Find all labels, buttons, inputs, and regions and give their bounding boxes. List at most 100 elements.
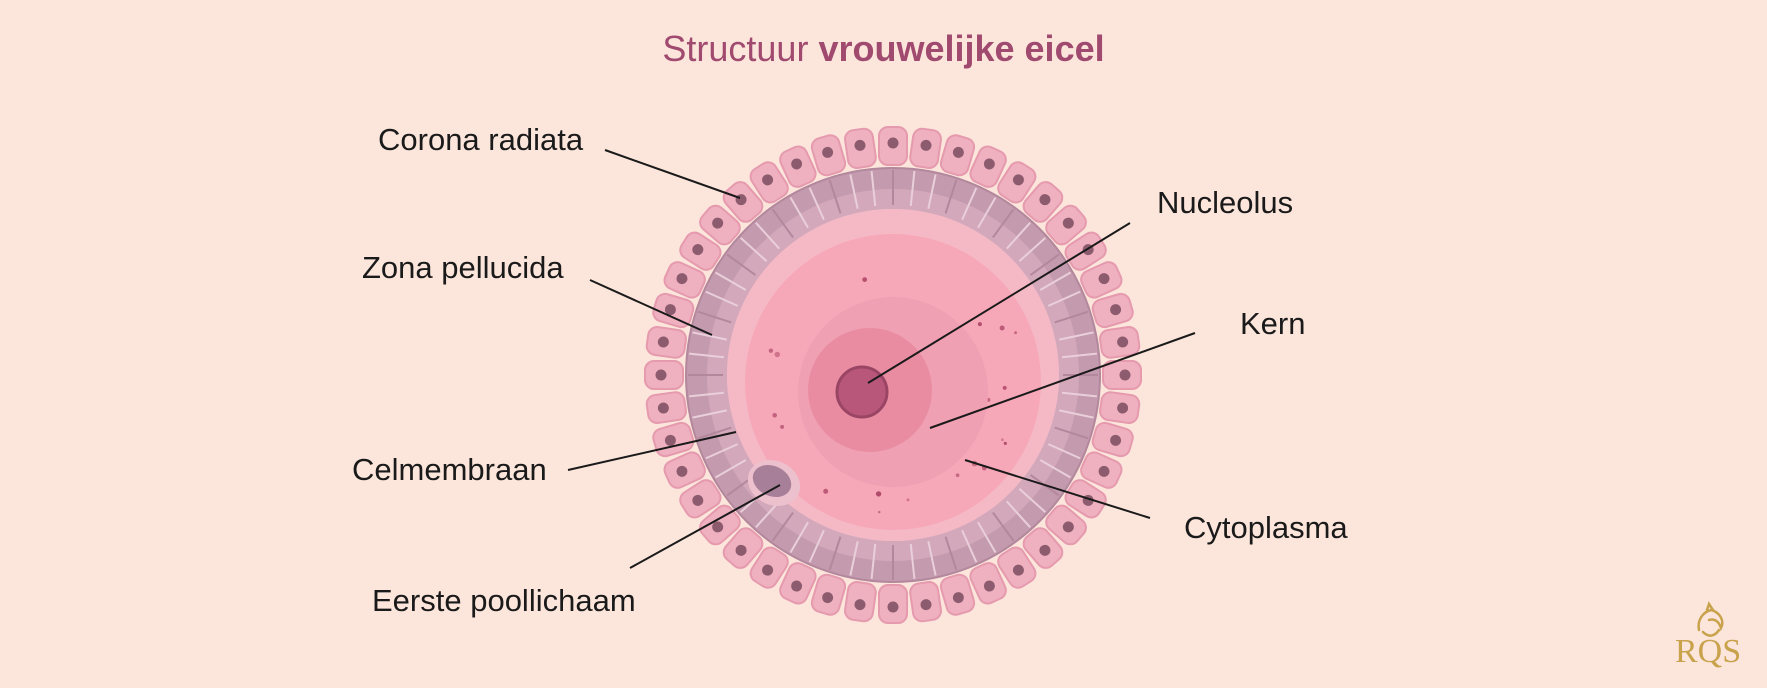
zona-stripe xyxy=(755,221,780,250)
zona-stripe xyxy=(771,511,794,542)
zona-stripe xyxy=(828,536,842,571)
cytoplasm-granule xyxy=(955,473,960,478)
nucleolus xyxy=(835,365,889,419)
zona-stripe xyxy=(1054,426,1089,440)
corona-cell xyxy=(699,204,741,246)
cytoplasm-granule xyxy=(1014,331,1017,335)
zona-stripe xyxy=(977,196,997,229)
zona-stripe xyxy=(789,521,809,554)
cytoplasm-granule xyxy=(768,348,774,353)
corona-cell xyxy=(997,546,1037,589)
cytoplasm-granule xyxy=(823,488,829,494)
label-nucleolus: Nucleolus xyxy=(1157,185,1294,220)
zona-stripes xyxy=(688,170,1098,580)
cytoplasm-granule xyxy=(878,510,881,514)
rqs-logo: RQS xyxy=(1675,601,1741,670)
corona-cell xyxy=(939,134,976,177)
corona-cell xyxy=(644,360,684,390)
corona-cell xyxy=(810,573,847,616)
zona-stripe xyxy=(705,443,739,460)
zona-stripe xyxy=(961,187,978,221)
corona-cell xyxy=(1080,451,1123,489)
zona-stripe xyxy=(808,529,825,563)
zona-stripe xyxy=(1018,237,1047,262)
corona-cell xyxy=(939,573,976,616)
corona-cell xyxy=(1045,204,1087,246)
corona-cell xyxy=(844,581,877,623)
logo-text: RQS xyxy=(1675,633,1741,670)
zona-stripe xyxy=(726,253,757,276)
leader-celmembraan xyxy=(567,431,737,471)
leader-nucleolus xyxy=(867,222,1131,384)
zona-stripe xyxy=(1047,443,1081,460)
label-kern: Kern xyxy=(1240,306,1306,341)
zona-stripe xyxy=(697,310,732,324)
corona-cell xyxy=(969,562,1007,605)
zona-stripe xyxy=(808,187,825,221)
leader-poollichaam xyxy=(629,484,781,569)
label-zona-pellucida: Zona pellucida xyxy=(362,250,564,285)
zona-stripe xyxy=(714,271,747,291)
corona-cell xyxy=(1080,261,1123,299)
corona-cell xyxy=(645,391,687,424)
corona-cell xyxy=(1102,360,1142,390)
leader-zona xyxy=(589,279,713,336)
zona-stripe xyxy=(692,409,727,419)
cytoplasm-granule xyxy=(906,498,910,502)
corona-cell xyxy=(652,292,695,329)
corona-cell xyxy=(909,581,942,623)
corona-cell xyxy=(810,134,847,177)
zona-stripe xyxy=(909,543,916,579)
cytoplasm-granule xyxy=(977,322,982,327)
corona-cell xyxy=(779,145,817,188)
zona-stripe xyxy=(944,536,958,571)
nucleus xyxy=(798,297,988,487)
diagram-title: Structuur vrouwelijke eicel xyxy=(0,28,1767,70)
zona-stripe xyxy=(944,179,958,214)
zona-stripe xyxy=(739,237,768,262)
corona-cell xyxy=(1091,292,1134,329)
lion-crest-icon xyxy=(1697,601,1724,637)
zona-stripe xyxy=(1059,331,1094,341)
corona-cell xyxy=(1045,504,1087,546)
cytoplasm-granule xyxy=(780,424,785,429)
zona-stripe xyxy=(771,208,794,239)
cytoplasm-granule xyxy=(1003,441,1007,445)
zona-stripe xyxy=(1039,459,1072,479)
zona-stripe xyxy=(909,171,916,207)
cytoplasm-granule xyxy=(1002,385,1007,390)
zona-stripe xyxy=(927,541,937,576)
zona-stripe xyxy=(1061,352,1097,359)
zona-stripe xyxy=(1039,271,1072,291)
corona-cell xyxy=(749,161,789,204)
corona-cell xyxy=(1099,391,1141,424)
zona-stripe xyxy=(705,290,739,307)
zona-stripe xyxy=(1018,488,1047,513)
zona-stripe xyxy=(1054,310,1089,324)
zona-stripe xyxy=(789,196,809,229)
zona-stripe xyxy=(714,459,747,479)
corona-cell xyxy=(878,584,908,624)
zona-stripe xyxy=(977,521,997,554)
cytoplasm-granule xyxy=(875,491,882,497)
corona-cell xyxy=(969,145,1007,188)
zona-stripe xyxy=(961,529,978,563)
label-corona-radiata: Corona radiata xyxy=(378,122,584,157)
label-cytoplasma: Cytoplasma xyxy=(1184,510,1348,545)
corona-cell xyxy=(1091,421,1134,458)
zona-stripe xyxy=(849,541,859,576)
corona-radiata-layer xyxy=(644,126,1142,624)
zona-stripe xyxy=(992,511,1015,542)
corona-cell xyxy=(1099,326,1141,359)
corona-cell xyxy=(779,562,817,605)
zona-stripe xyxy=(870,543,877,579)
zona-stripe xyxy=(1006,500,1031,529)
zona-stripe xyxy=(689,391,725,398)
corona-cell xyxy=(663,451,706,489)
corona-cell xyxy=(1022,527,1064,569)
zona-stripe xyxy=(849,174,859,209)
zona-stripe xyxy=(992,208,1015,239)
corona-cell xyxy=(679,479,722,519)
